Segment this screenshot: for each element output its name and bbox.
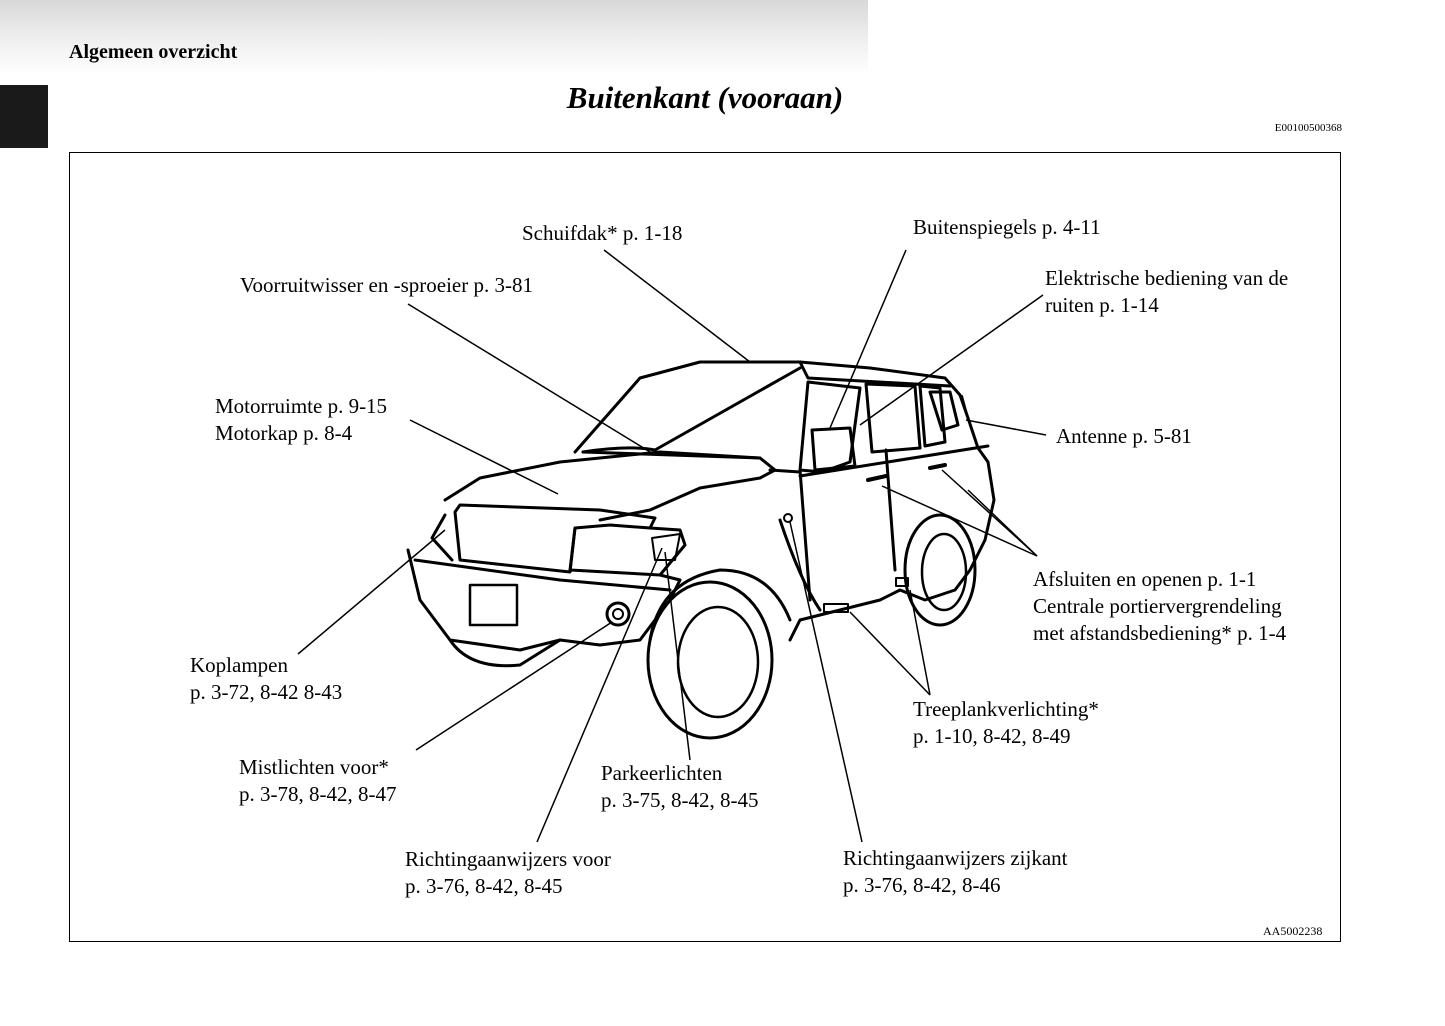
suv-drawing	[406, 360, 996, 740]
leader-lines	[297, 249, 1047, 843]
document-code: E00100500368	[1274, 122, 1342, 134]
callout-afsluiten-line-1: Afsluiten en openen p. 1-1	[1033, 567, 1257, 591]
figure-frame	[69, 152, 1341, 942]
callout-mistlichten-line-2: p. 3-78, 8-42, 8-47	[239, 782, 397, 806]
callout-koplampen-line-2: p. 3-72, 8-42 8-43	[190, 680, 343, 704]
callout-koplampen: Koplampen p. 3-72, 8-42 8-43	[190, 652, 342, 706]
side-tab-marker	[0, 85, 48, 148]
callout-motorruimte: Motorruimte p. 9-15 Motorkap p. 8-4	[215, 393, 387, 447]
callout-afsluiten: Afsluiten en openen p. 1-1 Centrale port…	[1033, 566, 1286, 647]
callout-treeplank-line-1: Treeplankverlichting*	[913, 697, 1099, 721]
page-title: Buitenkant (vooraan)	[566, 80, 844, 115]
callout-motorruimte-line-2: Motorkap p. 8-4	[215, 421, 353, 445]
callout-richting-zijkant: Richtingaanwijzers zijkant p. 3-76, 8-42…	[843, 845, 1068, 899]
callout-mistlichten: Mistlichten voor* p. 3-78, 8-42, 8-47	[239, 754, 396, 808]
callout-elektrische-ramen: Elektrische bediening van de ruiten p. 1…	[1045, 265, 1288, 319]
section-title: Algemeen overzicht	[69, 41, 238, 63]
callout-buitenspiegels: Buitenspiegels p. 4-11	[913, 214, 1101, 241]
callout-parkeerlichten-line-1: Parkeerlichten	[601, 761, 723, 785]
callout-treeplank-line-2: p. 1-10, 8-42, 8-49	[913, 724, 1071, 748]
callout-elektrische-ramen-line-1: Elektrische bediening van de	[1045, 266, 1289, 290]
figure-code: AA5002238	[1263, 924, 1323, 938]
callout-antenne: Antenne p. 5-81	[1056, 423, 1192, 450]
header-band	[0, 0, 868, 75]
callout-parkeerlichten-line-2: p. 3-75, 8-42, 8-45	[601, 788, 759, 812]
callout-richting-zijkant-line-2: p. 3-76, 8-42, 8-46	[843, 873, 1001, 897]
callout-richting-voor: Richtingaanwijzers voor p. 3-76, 8-42, 8…	[405, 846, 611, 900]
callout-motorruimte-line-1: Motorruimte p. 9-15	[215, 394, 388, 418]
callout-treeplank: Treeplankverlichting* p. 1-10, 8-42, 8-4…	[913, 696, 1099, 750]
callout-schuifdak-line-1: Schuifdak* p. 1-18	[522, 221, 683, 245]
callout-buitenspiegels-line-1: Buitenspiegels p. 4-11	[913, 215, 1101, 239]
callout-richting-voor-line-1: Richtingaanwijzers voor	[405, 847, 611, 871]
callout-antenne-line-1: Antenne p. 5-81	[1056, 424, 1192, 448]
callout-richting-voor-line-2: p. 3-76, 8-42, 8-45	[405, 874, 563, 898]
callout-afsluiten-line-2: Centrale portiervergrendeling	[1033, 594, 1282, 618]
callout-mistlichten-line-1: Mistlichten voor*	[239, 755, 389, 779]
callout-voorruitwisser: Voorruitwisser en -sproeier p. 3-81	[240, 272, 533, 299]
callout-koplampen-line-1: Koplampen	[190, 653, 288, 677]
callout-parkeerlichten: Parkeerlichten p. 3-75, 8-42, 8-45	[601, 760, 758, 814]
callout-schuifdak: Schuifdak* p. 1-18	[522, 220, 682, 247]
callout-elektrische-ramen-line-2: ruiten p. 1-14	[1045, 293, 1159, 317]
callout-voorruitwisser-line-1: Voorruitwisser en -sproeier p. 3-81	[240, 273, 533, 297]
callout-afsluiten-line-3: met afstandsbediening* p. 1-4	[1033, 621, 1287, 645]
callout-richting-zijkant-line-1: Richtingaanwijzers zijkant	[843, 846, 1068, 870]
